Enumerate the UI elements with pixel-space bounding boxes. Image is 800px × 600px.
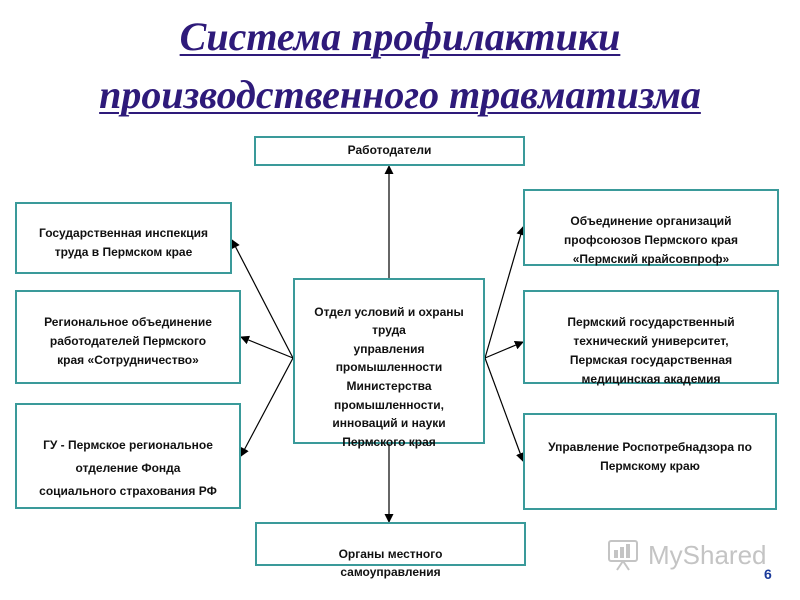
node-labor-inspection-label: Государственная инспекция труда в Пермск… [39, 226, 208, 259]
arrow-to-right3 [484, 357, 525, 462]
arrow-to-left3 [240, 357, 294, 457]
title-line-2: производственного травматизма [99, 72, 701, 117]
node-social-insurance-fund-label: ГУ - Пермское региональное отделение Фон… [39, 438, 217, 498]
node-trade-unions-label: Объединение организаций профсоюзов Пермс… [564, 214, 738, 266]
arrow-to-right1 [484, 226, 526, 359]
myshared-watermark: MyShared [606, 538, 767, 572]
node-employers-label: Работодатели [347, 143, 432, 157]
node-rospotrebnadzor: Управление Роспотребнадзора по Пермскому… [523, 413, 777, 510]
node-local-government-label: Органы местного самоуправления [338, 547, 443, 579]
node-employers-association: Региональное объединение работодателей П… [15, 290, 241, 384]
node-center-label: Отдел условий и охраны труда управления … [314, 304, 464, 449]
watermark-text: MyShared [648, 540, 767, 570]
arrow-to-left1 [231, 239, 294, 359]
arrow-to-right2 [484, 340, 524, 359]
arrow-to-left2 [240, 335, 294, 359]
node-universities: Пермский государственный технический уни… [523, 290, 779, 386]
slide-number: 6 [764, 566, 772, 582]
node-trade-unions: Объединение организаций профсоюзов Пермс… [523, 189, 779, 266]
node-local-government: Органы местного самоуправления [255, 522, 526, 579]
node-center-department: Отдел условий и охраны труда управления … [293, 278, 485, 449]
node-universities-label: Пермский государственный технический уни… [567, 315, 735, 386]
node-rospotrebnadzor-label: Управление Роспотребнадзора по Пермскому… [548, 440, 752, 473]
node-employers: Работодатели [254, 136, 525, 166]
myshared-logo-icon [608, 540, 638, 571]
node-social-insurance-fund: ГУ - Пермское региональное отделение Фон… [15, 403, 241, 509]
node-labor-inspection: Государственная инспекция труда в Пермск… [15, 202, 232, 274]
title-line-1: Система профилактики [179, 14, 621, 59]
node-employers-association-label: Региональное объединение работодателей П… [44, 315, 212, 367]
